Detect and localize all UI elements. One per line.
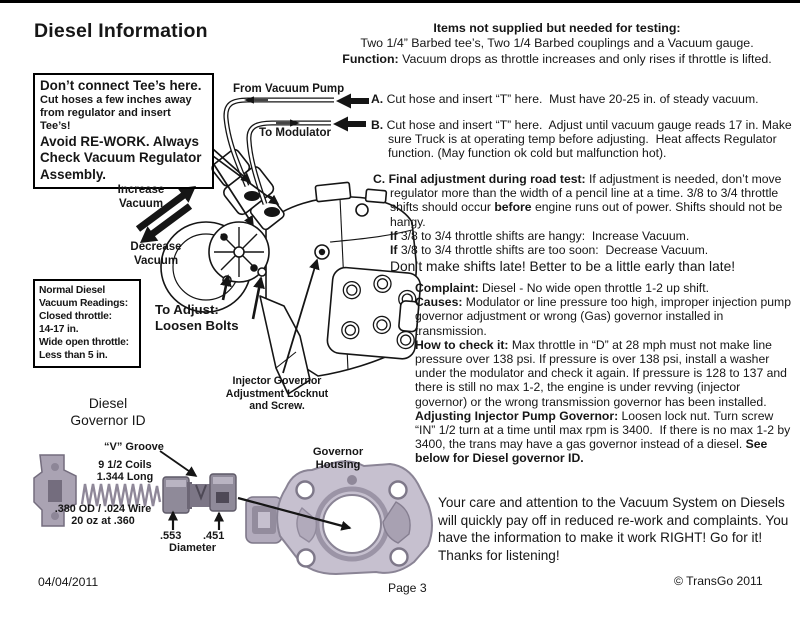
causes-paragraph: Causes: Modulator or line pressure too h…: [415, 295, 795, 338]
warning-box-title: Don’t connect Tee’s here.: [40, 78, 202, 93]
label-v-groove: “V” Groove: [104, 441, 164, 453]
governor-spring: [80, 483, 162, 507]
warning-box-leader-arrows: [212, 148, 280, 227]
vacuum-hoses: [223, 97, 334, 205]
footer-date: 04/04/2011: [38, 575, 99, 589]
items-needed-line: Two 1/4” Barbed tee’s, Two 1/4 Barbed co…: [360, 36, 754, 51]
diagnosis-block: Complaint: Diesel - No wide open throttl…: [415, 281, 795, 466]
injection-pump-illustration: [160, 148, 422, 395]
how-to-check-paragraph: How to check it: Max throttle in “D” at …: [415, 337, 791, 409]
governor-housing-illustration: [245, 460, 433, 576]
vacuum-readings-box: Normal Diesel Vacuum Readings: Closed th…: [33, 279, 141, 368]
items-needed-heading: Items not supplied but needed for testin…: [433, 21, 681, 35]
label-diameter: Diameter: [169, 542, 217, 554]
closing-text: Your care and attention to the Vacuum Sy…: [438, 495, 789, 546]
step-a: A. Cut hose and insert “T” here. Must ha…: [371, 92, 759, 106]
step-b: B. Cut hose and insert “T” here. Adjust …: [371, 118, 796, 161]
label-diameter-553: .553: [160, 530, 182, 542]
injector-governor-leader-arrow: [282, 258, 320, 374]
warning-box: Don’t connect Tee’s here. Cut hoses a fe…: [33, 73, 214, 190]
warning-box-body: Cut hoses a few inches away from regulat…: [40, 94, 192, 133]
tee-arrow-b: [333, 116, 366, 132]
step-c-paragraph: C. Final adjustment during road test: If…: [373, 172, 786, 229]
label-governor-housing: Governor Housing: [312, 446, 364, 471]
label-to-adjust: To Adjust: Loosen Bolts: [155, 302, 239, 333]
hose-flow-arrows: [244, 96, 300, 127]
diameter-arrows: [167, 510, 225, 530]
v-groove-leader-arrow: [159, 450, 198, 477]
label-diameter-451: .451: [203, 530, 225, 542]
closing-thanks: Thanks for listening!: [438, 547, 560, 563]
step-c-late-note: Don’t make shifts late! Better to be a l…: [390, 259, 736, 275]
loosen-bolts-arrows: [220, 274, 265, 320]
footer-page-number: Page 3: [388, 581, 427, 595]
label-diesel-governor-id: Diesel Governor ID: [70, 396, 146, 428]
footer-copyright: © TransGo 2011: [674, 574, 763, 588]
label-from-vacuum-pump: From Vacuum Pump: [233, 83, 345, 95]
increase-vacuum-arrow: [135, 186, 196, 232]
label-increase-vacuum: Increase Vacuum: [117, 184, 165, 210]
page-title: Diesel Information: [34, 20, 208, 42]
label-injector-governor: Injector Governor Adjustment Locknut and…: [225, 375, 329, 412]
step-c-if-hangy: If 3/8 to 3/4 throttle shifts are hangy:…: [390, 228, 690, 243]
label-to-modulator: To Modulator: [259, 127, 331, 139]
decrease-vacuum-arrow: [140, 203, 193, 243]
tee-arrow-a: [336, 93, 369, 109]
step-c: C. Final adjustment during road test: If…: [373, 172, 799, 275]
items-needed-function: Function: Vacuum drops as throttle incre…: [342, 51, 772, 66]
complaint-paragraph: Complaint: Diesel - No wide open throttl…: [415, 281, 709, 295]
items-needed-block: Items not supplied but needed for testin…: [322, 21, 792, 67]
housing-leader-arrow: [237, 496, 352, 531]
scan-top-edge: [0, 0, 800, 3]
closing-block: Your care and attention to the Vacuum Sy…: [438, 494, 798, 564]
step-c-if-too-soon: If 3/8 to 3/4 throttle shifts are too so…: [390, 243, 709, 258]
warning-box-emphasis: Avoid RE-WORK. Always Check Vacuum Regul…: [40, 133, 202, 182]
label-wire-spec: .380 OD / .024 Wire 20 oz at .360: [54, 503, 152, 528]
label-coils-spec: 9 1/2 Coils 1.344 Long: [96, 459, 154, 483]
governor-clip-part: [33, 454, 77, 527]
governor-valve-part: [162, 473, 237, 514]
adjusting-governor-paragraph: Adjusting Injector Pump Governor: Loosen…: [415, 408, 794, 466]
label-decrease-vacuum: Decrease Vacuum: [130, 241, 182, 267]
